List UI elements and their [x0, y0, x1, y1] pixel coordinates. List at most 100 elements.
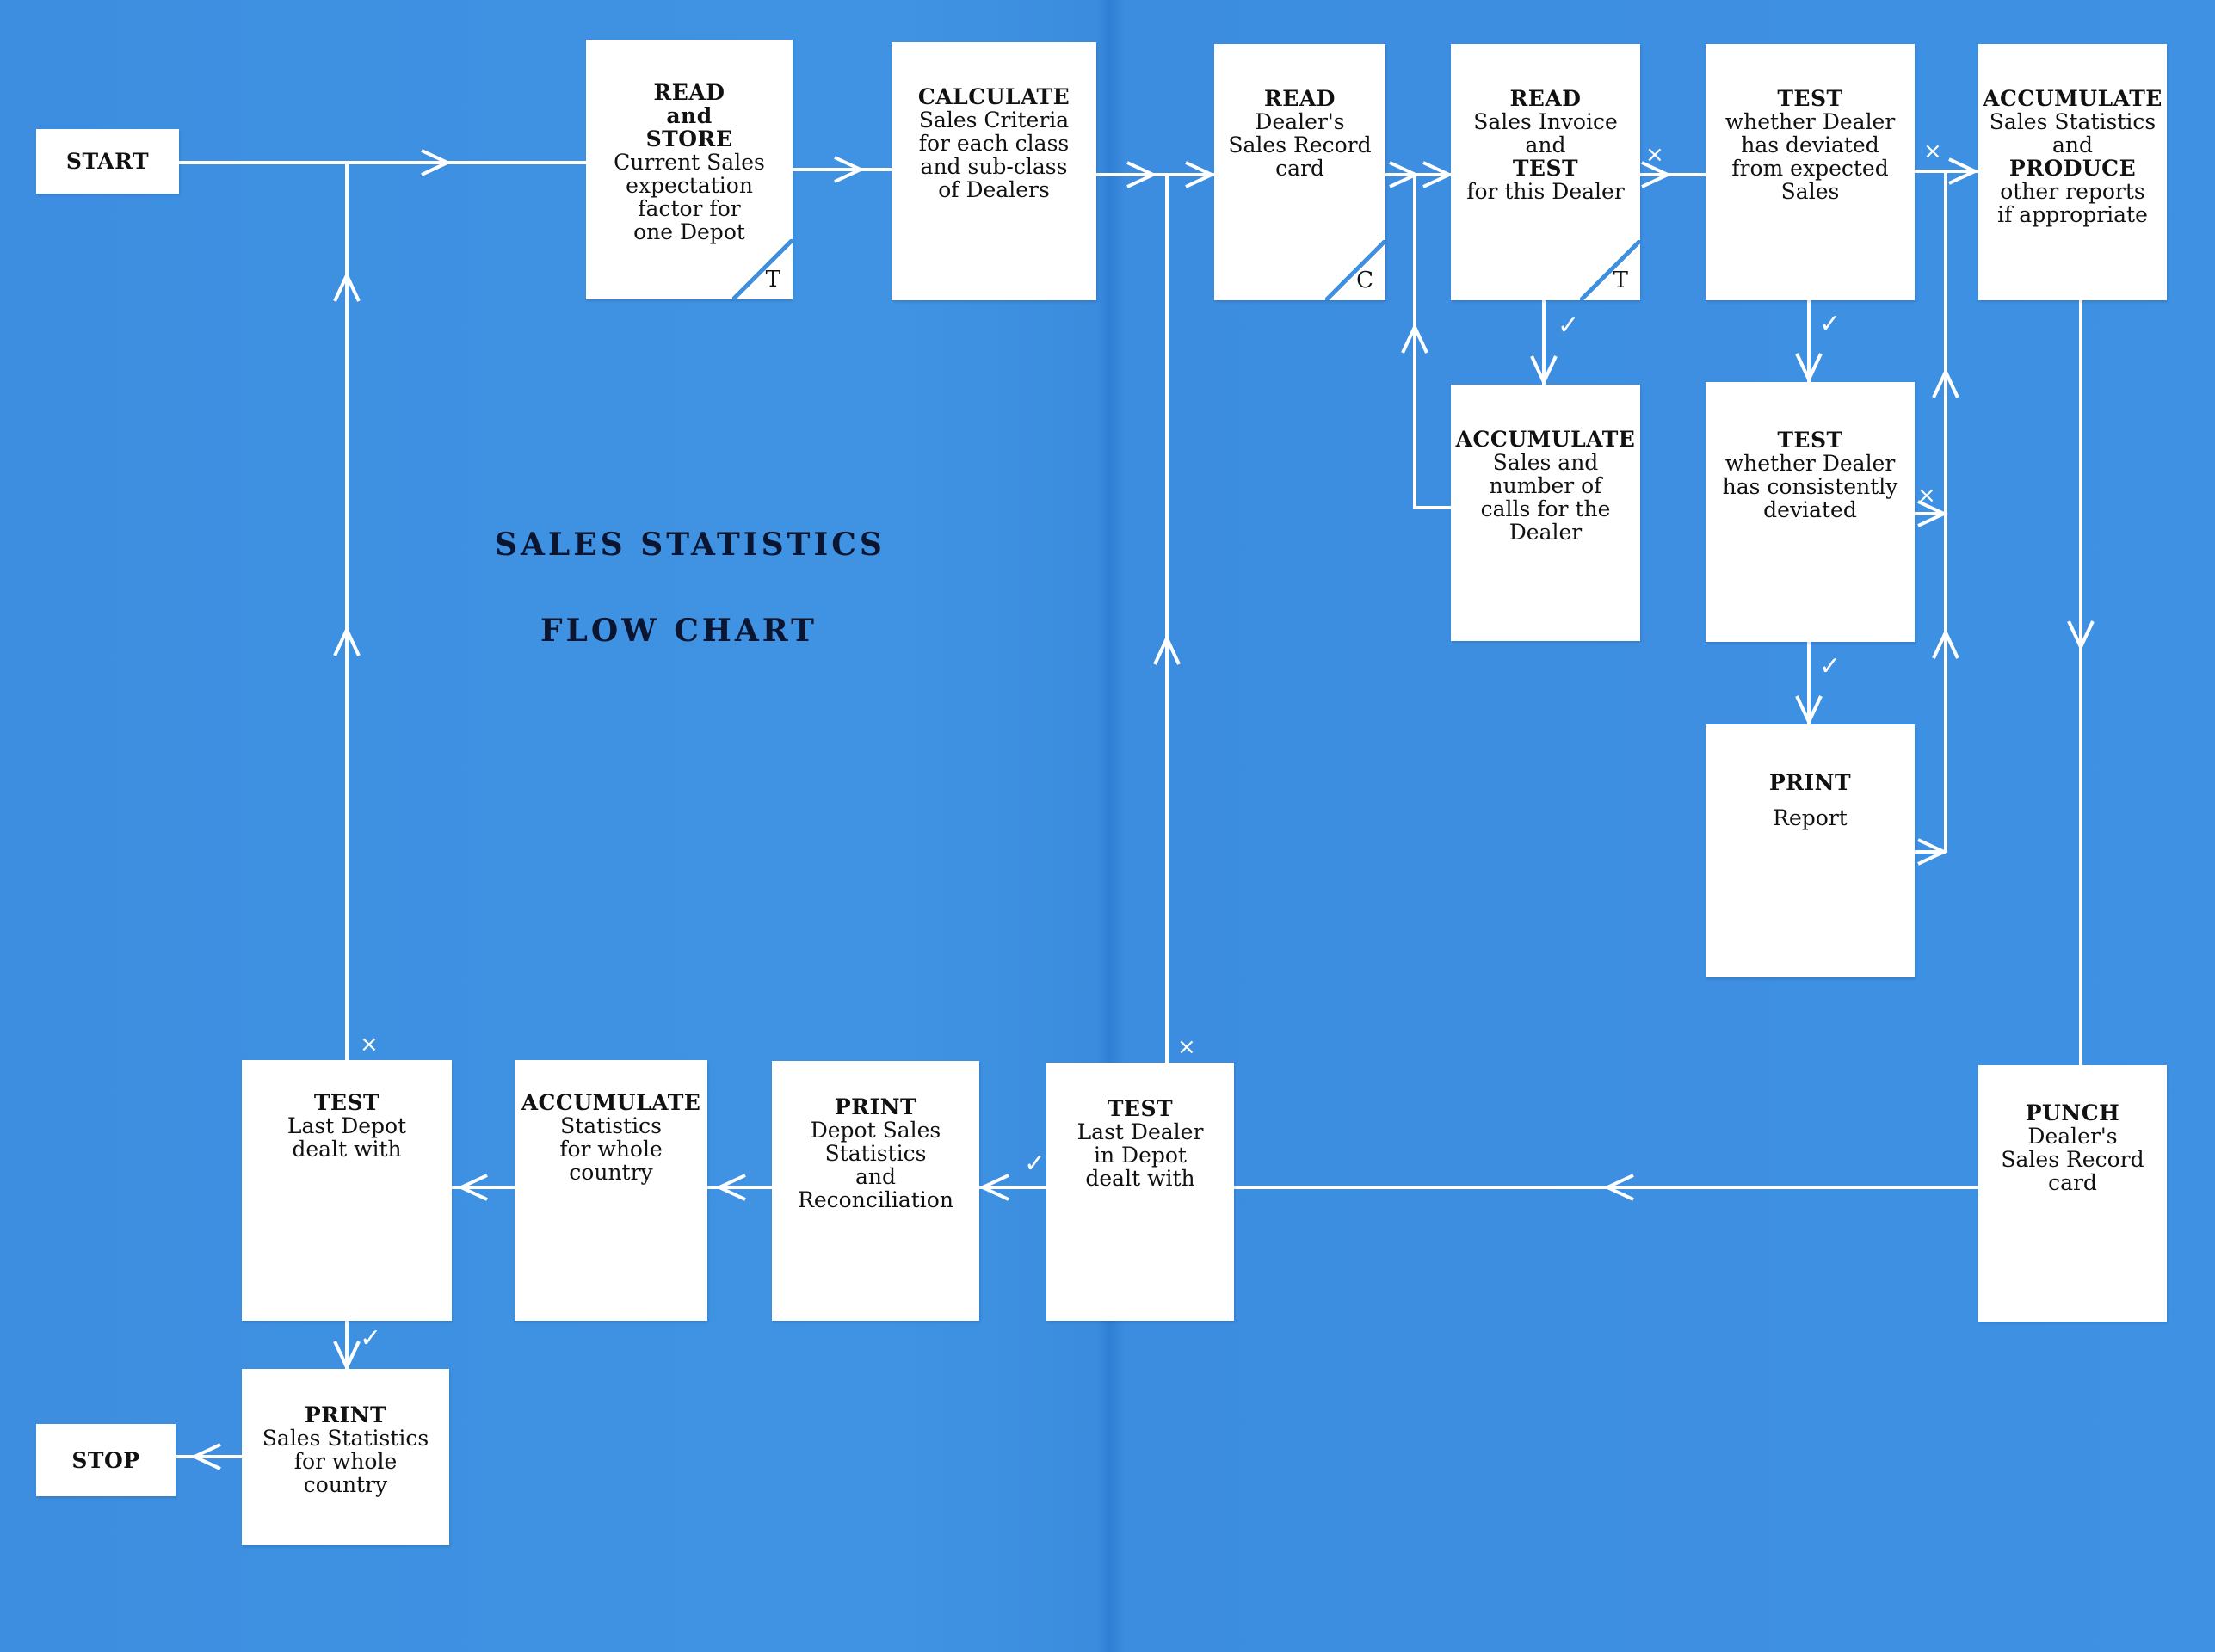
box-text-line: factor for: [638, 196, 741, 221]
chart-title-line2: FLOW CHART: [540, 613, 818, 649]
box-text-line: Statistics: [824, 1141, 927, 1166]
box-text-line: whether Dealer: [1724, 451, 1896, 476]
box-text-line: from expected: [1731, 156, 1889, 181]
box-text-line: Statistics: [560, 1113, 662, 1138]
box-text-line: Reconciliation: [798, 1187, 953, 1212]
folded-corner-icon: [732, 239, 793, 299]
arrowhead-icon: [1641, 161, 1672, 188]
corner-code-label: T: [1613, 268, 1628, 293]
no-mark: ×: [1923, 139, 1942, 164]
arrowhead-icon: [1917, 500, 1948, 527]
chart-title-line1: SALES STATISTICS: [495, 527, 885, 563]
arrowhead-icon: [1603, 1174, 1634, 1201]
yes-mark: ✓: [1819, 309, 1841, 339]
box-text-line: country: [303, 1472, 388, 1497]
arrowhead-icon: [1948, 157, 1979, 185]
box-text-line: Last Dealer: [1077, 1119, 1204, 1144]
corner-code-label: C: [1356, 268, 1373, 293]
box-text-line: PRODUCE: [2008, 156, 2137, 181]
stop-terminal-label: STOP: [71, 1447, 140, 1473]
box-text-line: one Depot: [633, 219, 745, 244]
box-text-line: and: [1525, 133, 1566, 157]
arrowhead-icon: [1126, 161, 1157, 188]
arrowhead-icon: [1932, 628, 1959, 659]
start-terminal-label: START: [65, 149, 150, 174]
box-text-line: Dealer: [1509, 520, 1583, 545]
arrowhead-icon: [978, 1174, 1009, 1201]
box-text-line: TEST: [1107, 1096, 1174, 1121]
start-terminal: START: [36, 129, 179, 194]
arrowhead-icon: [1153, 634, 1181, 665]
arrowhead-icon: [333, 271, 361, 302]
box-text-line: Sales Criteria: [918, 108, 1070, 133]
box-text-line: READ: [653, 80, 725, 105]
box-text-line: Last Depot: [287, 1113, 407, 1138]
box-text-line: PRINT: [834, 1094, 917, 1119]
box-text-line: if appropriate: [1997, 202, 2148, 227]
arrowhead-icon: [1185, 161, 1216, 188]
box-text-line: has consistently: [1722, 474, 1898, 499]
box-text-line: READ: [1509, 86, 1582, 111]
box-text-line: of Dealers: [938, 177, 1050, 202]
box-text-line: Sales and: [1492, 450, 1599, 475]
box-text-line: PRINT: [1768, 770, 1852, 795]
arrowhead-icon: [190, 1443, 221, 1470]
line-calls-loop: [1413, 175, 1451, 509]
box-text-line: dealt with: [1085, 1166, 1195, 1191]
arrowhead-icon: [1530, 355, 1558, 386]
box-text-line: has deviated: [1741, 133, 1879, 157]
box-text-line: Sales Invoice: [1473, 109, 1618, 134]
box-text-line: for each class: [918, 131, 1070, 156]
arrowhead-icon: [834, 156, 865, 183]
arrowhead-icon: [1932, 367, 1959, 398]
box-text-line: READ: [1264, 86, 1336, 111]
box-text-line: TEST: [1777, 86, 1843, 111]
yes-mark: ✓: [1819, 651, 1841, 681]
yes-mark: ✓: [1558, 311, 1579, 341]
box-text-line: calls for the: [1480, 496, 1611, 521]
no-mark: ×: [1177, 1034, 1196, 1060]
print-report-box: PRINT Report: [1706, 724, 1915, 977]
arrowhead-icon: [333, 626, 361, 656]
box-text-line: STORE: [645, 126, 733, 151]
box-text-line: [1706, 794, 1915, 806]
box-text-line: ACCUMULATE: [1455, 427, 1636, 452]
box-text-line: country: [569, 1160, 653, 1185]
box-text-line: Sales Statistics: [262, 1426, 429, 1451]
box-text-line: Dealer's: [1255, 109, 1345, 134]
box-text-line: dealt with: [292, 1137, 402, 1162]
box-text-line: number of: [1489, 473, 1602, 498]
box-text-line: whether Dealer: [1724, 109, 1896, 134]
no-mark: ×: [360, 1032, 379, 1057]
box-text-line: card: [1275, 156, 1324, 181]
arrowhead-icon: [1917, 838, 1948, 866]
arrowhead-icon: [715, 1174, 746, 1201]
box-text-line: Current Sales: [614, 150, 765, 175]
box-text-line: expectation: [626, 173, 753, 198]
yes-mark: ✓: [360, 1323, 381, 1353]
stop-terminal: STOP: [36, 1424, 176, 1496]
arrowhead-icon: [421, 149, 452, 176]
box-text-line: and: [2051, 133, 2093, 157]
box-text-line: in Depot: [1094, 1143, 1187, 1168]
box-text-line: TEST: [313, 1090, 380, 1115]
box-text-line: Report: [1773, 805, 1848, 830]
folded-corner-icon: [1325, 240, 1385, 300]
arrowhead-icon: [333, 1341, 361, 1372]
arrowhead-icon: [1795, 695, 1823, 726]
box-text-line: and: [666, 103, 713, 128]
box-text-line: Sales Statistics: [1989, 109, 2156, 134]
box-text-line: Dealer's: [2027, 1124, 2118, 1149]
